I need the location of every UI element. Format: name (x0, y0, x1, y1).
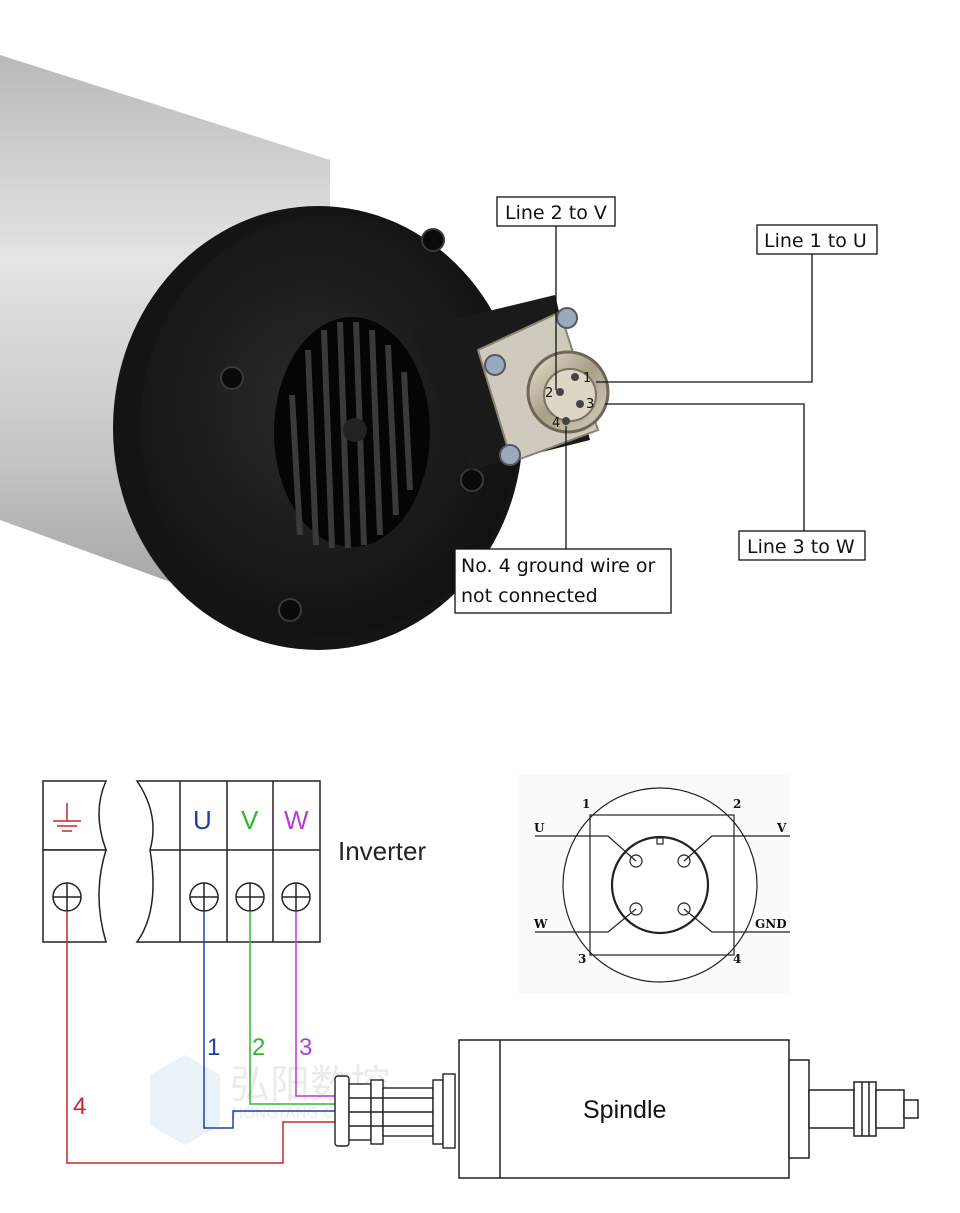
vent-grille (274, 317, 430, 549)
pinout-number-1: 1 (582, 797, 590, 811)
wire-number-3: 3 (299, 1034, 312, 1061)
pinout-label-w: W (533, 917, 548, 931)
svg-text:Line 1 to U: Line 1 to U (764, 230, 867, 252)
terminal-u-label: U (193, 805, 212, 835)
wire-number-1: 1 (207, 1034, 220, 1061)
spindle-label: Spindle (583, 1096, 666, 1124)
ground-terminal (42, 780, 108, 943)
wire-number-2: 2 (252, 1034, 265, 1061)
terminal-v-label: V (241, 805, 259, 835)
connector-flange (476, 307, 610, 466)
pinout-label-gnd: GND (755, 917, 787, 931)
svg-text:No. 4 ground wire or: No. 4 ground wire or (461, 555, 656, 577)
cap-screws (220, 228, 484, 622)
cable-gland (334, 1073, 456, 1149)
pin-number-1: 1 (583, 371, 591, 386)
pinout-diagram (518, 775, 790, 993)
terminal-screw-w-icon (281, 882, 311, 912)
watermark-subtext: HONGYANG CNC (232, 1104, 355, 1122)
callout-ground: No. 4 ground wire or not connected (454, 548, 672, 614)
pin-number-3: 3 (586, 397, 594, 412)
wire-number-4: 4 (73, 1093, 86, 1120)
pinout-number-4: 4 (733, 952, 741, 966)
pinout-number-2: 2 (733, 797, 741, 811)
svg-text:not connected: not connected (461, 585, 598, 607)
callout-line3: Line 3 to W (738, 530, 866, 561)
terminal-w-label: W (284, 805, 309, 835)
callout-line1: Line 1 to U (756, 224, 878, 255)
pin-number-4: 4 (552, 416, 560, 431)
pinout-label-u: U (534, 821, 545, 835)
inverter-label: Inverter (338, 836, 426, 866)
callout-line2: Line 2 to V (496, 196, 616, 227)
spindle-schematic (458, 1039, 919, 1179)
ground-symbol-icon (53, 803, 81, 832)
wire-u (203, 911, 450, 1129)
spindle-photo: 1 2 3 4 (0, 55, 610, 650)
inverter-terminal-block (135, 780, 321, 943)
terminal-screw-u-icon (189, 882, 219, 912)
pinout-label-v: V (776, 821, 787, 835)
pin-number-2: 2 (545, 386, 553, 401)
pinout-number-3: 3 (578, 952, 586, 966)
terminal-screw-v-icon (235, 882, 265, 912)
svg-text:Line 2 to V: Line 2 to V (505, 202, 607, 224)
callout-leaders (555, 225, 813, 550)
ground-screw-icon (52, 882, 82, 912)
svg-text:Line 3 to W: Line 3 to W (747, 536, 855, 558)
